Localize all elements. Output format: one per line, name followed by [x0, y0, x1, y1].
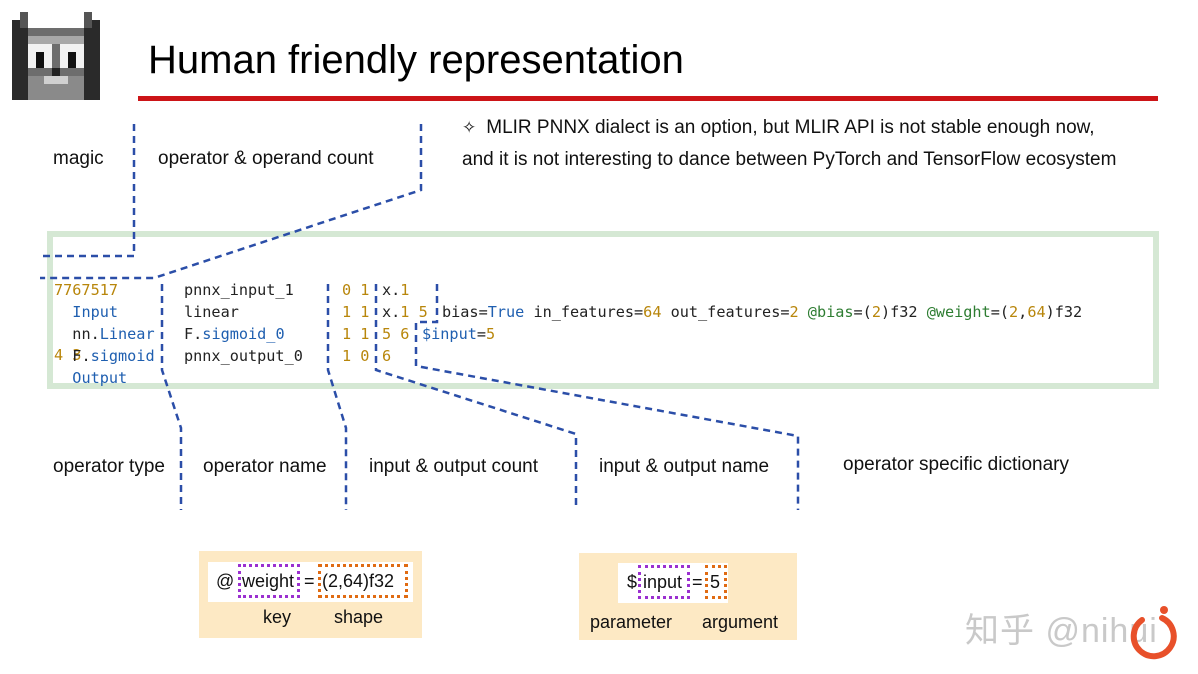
power-logo-icon	[1124, 600, 1180, 662]
legend-shape-label: shape	[334, 607, 384, 627]
code-row-linear-params: bias=True in_features=64 out_features=2 …	[442, 303, 1083, 321]
op-type-prefix: nn.	[72, 324, 100, 343]
note-line-1: MLIR PNNX dialect is an option, but MLIR…	[486, 117, 1095, 138]
code-row-input-name: pnnx_input_1	[184, 281, 294, 299]
code-row-linear: nn.Linear	[54, 302, 155, 345]
op-type-prefix: F.	[72, 346, 91, 365]
note-line-2: and it is not interesting to dance betwe…	[462, 149, 1117, 170]
legend-input-key-box	[638, 565, 690, 599]
watermark: 知乎 @nihui	[965, 612, 1158, 650]
label-operator-type: operator type	[53, 456, 165, 477]
note-text: ✧ MLIR PNNX dialect is an option, but MLI…	[462, 112, 1116, 175]
label-io-name: input & output name	[599, 456, 770, 477]
code-row-output: Output	[54, 346, 127, 389]
page-title: Human friendly representation	[148, 38, 684, 82]
code-row-linear-name: linear	[184, 303, 239, 321]
code-row-sigmoid-io: 5 6	[382, 325, 410, 343]
legend-input-arg-box	[705, 565, 727, 599]
code-block: 7767517 4 3	[54, 237, 118, 388]
code-row-linear-io: x.1 5	[382, 303, 428, 321]
code-row-output-name: pnnx_output_0	[184, 347, 303, 365]
code-row-sigmoid-counts: 1 1	[342, 325, 370, 343]
legend-parameter-label: parameter	[590, 612, 673, 632]
code-row-input-counts: 0 1	[342, 281, 370, 299]
code-counts: 4 3	[54, 345, 82, 364]
code-row-input-io: x.1	[382, 281, 410, 299]
pixel-cat-logo-icon	[12, 12, 100, 100]
op-type: Linear	[99, 324, 155, 343]
legend-weight-shape: (2,64)f32	[322, 571, 395, 591]
label-magic: magic	[53, 148, 104, 169]
legend-weight-key-box	[238, 564, 300, 598]
legend-weight-key: weight	[242, 571, 295, 591]
legend-argument-label: argument	[702, 612, 779, 632]
legend-key-label: key	[263, 607, 292, 627]
op-type: Output	[72, 368, 128, 387]
code-row-output-io: 6	[382, 347, 392, 365]
logo	[12, 12, 100, 100]
label-operator-operand-count: operator & operand count	[158, 148, 374, 169]
op-type: Input	[72, 302, 119, 321]
label-operator-dictionary: operator specific dictionary	[843, 454, 1069, 475]
code-row-output-counts: 1 0	[342, 347, 370, 365]
legend-input-arg: 5	[710, 572, 721, 592]
code-row-sigmoid: F.sigmoid	[54, 324, 155, 367]
legend-weight-eq: =	[304, 571, 315, 591]
legend-weight-at: @	[216, 571, 235, 591]
legend-weight-shape-box	[318, 564, 408, 598]
legend-input-eq: =	[692, 572, 703, 592]
label-operator-name: operator name	[203, 456, 327, 477]
label-io-count: input & output count	[369, 456, 539, 477]
code-row-linear-counts: 1 1	[342, 303, 370, 321]
legend-input-key: input	[643, 572, 683, 592]
code-row-input: Input	[54, 280, 118, 323]
code-row-sigmoid-params: $input=5	[422, 325, 496, 343]
op-type: sigmoid	[90, 346, 155, 365]
code-magic: 7767517	[54, 281, 119, 299]
code-row-sigmoid-name: F.sigmoid_0	[184, 325, 285, 343]
legend-input-dollar: $	[627, 572, 638, 592]
bullet-diamond-icon: ✧	[462, 118, 477, 138]
title-underline	[138, 96, 1158, 101]
